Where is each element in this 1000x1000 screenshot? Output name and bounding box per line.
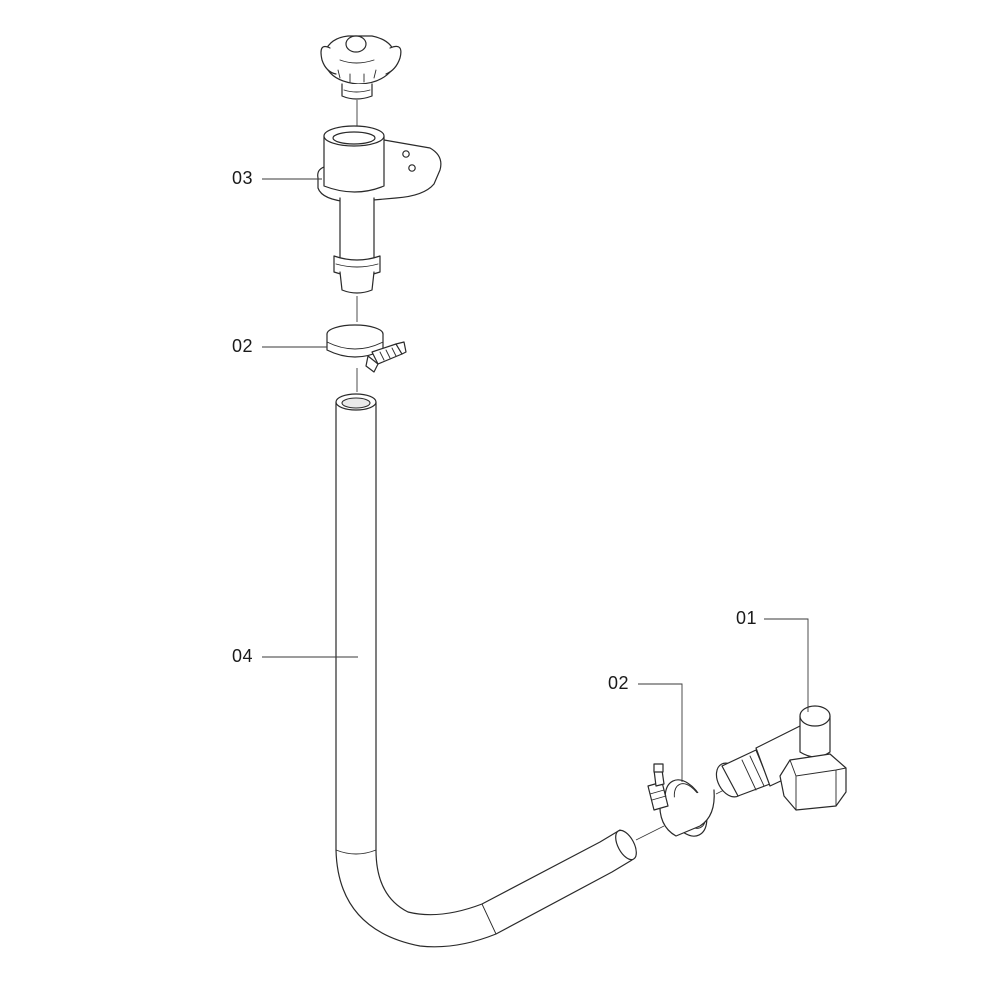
callout-02-top: 02: [232, 336, 254, 356]
hose-clamp-upper: [326, 324, 407, 373]
callout-leaders: [262, 178, 809, 782]
elbow-fitting: [715, 705, 847, 811]
callout-01: 01: [736, 608, 758, 628]
hose-clamp-lower: [647, 763, 715, 837]
callout-04: 04: [232, 646, 254, 666]
bracket-fitting: [317, 125, 442, 294]
bent-hose: [335, 393, 637, 948]
top-cap-fitting: [320, 35, 402, 100]
callout-02-bottom: 02: [608, 673, 630, 693]
callout-03: 03: [232, 168, 254, 188]
